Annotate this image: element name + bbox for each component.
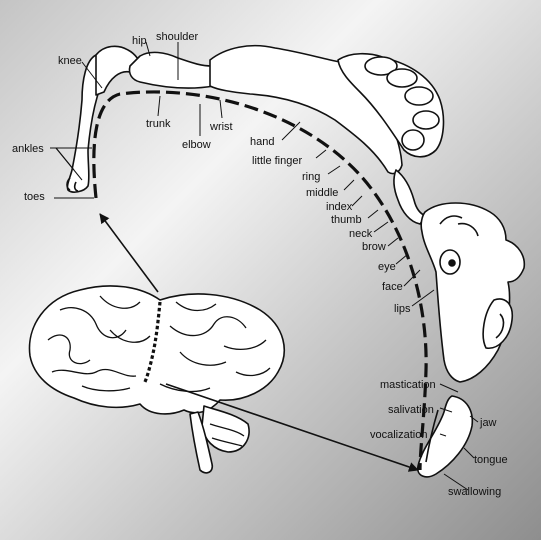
label-shoulder: shoulder (156, 31, 199, 43)
arrow-to-toes (99, 213, 159, 293)
label-wrist: wrist (209, 121, 233, 133)
label-index: index (326, 201, 353, 213)
label-tongue: tongue (474, 454, 508, 466)
arrow-to-swallowing (165, 383, 419, 472)
labels: hip shoulder knee trunk wrist elbow ankl… (12, 31, 508, 498)
label-ring: ring (302, 171, 320, 183)
label-face: face (382, 281, 403, 293)
label-brow: brow (362, 241, 386, 253)
label-jaw: jaw (479, 417, 497, 429)
label-neck: neck (349, 228, 373, 240)
label-thumb: thumb (331, 214, 362, 226)
label-lips: lips (394, 303, 411, 315)
homunculus-figure (66, 44, 526, 478)
lips-drawing (482, 298, 514, 349)
cortex-arc (92, 90, 428, 471)
label-eye: eye (378, 261, 396, 273)
label-salivation: salivation (388, 404, 434, 416)
label-vocalization: vocalization (370, 429, 427, 441)
label-trunk: trunk (146, 118, 171, 130)
label-knee: knee (58, 55, 82, 67)
leg-drawing (66, 54, 101, 193)
brain-drawing (28, 285, 286, 474)
label-swallowing: swallowing (448, 486, 501, 498)
tongue-drawing (416, 395, 474, 478)
label-toes: toes (24, 191, 45, 203)
label-middle: middle (306, 187, 338, 199)
label-hand: hand (250, 136, 274, 148)
label-elbow: elbow (182, 139, 211, 151)
label-little-finger: little finger (252, 155, 302, 167)
label-mastication: mastication (380, 379, 436, 391)
label-ankles: ankles (12, 143, 44, 155)
label-hip: hip (132, 35, 147, 47)
leader-lines (50, 41, 479, 491)
